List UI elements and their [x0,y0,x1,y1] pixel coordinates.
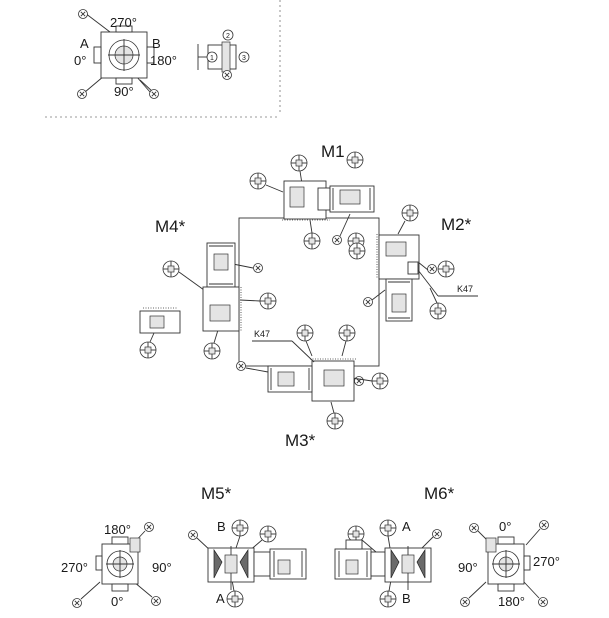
marker-x-icon [427,264,437,274]
position-label-m2: M2* [441,215,472,234]
position-m2: M2* K47 [348,204,478,322]
position-m5: M5* 180° 270° 90° 0° [61,484,307,609]
marker-x-icon [72,598,82,608]
position-m3: M3* K47 [236,324,389,450]
position-m4: M4* [139,217,277,360]
terminal-position-1: 1 [210,55,214,62]
marker-x-icon [151,596,161,606]
legend-side-b: B [152,36,161,51]
m5-side-top: B [217,519,226,534]
position-label-m1: M1 [321,142,345,161]
marker-x-icon [253,263,263,273]
marker-x-icon [354,376,364,386]
marker-x-icon [144,522,154,532]
legend-angle-bottom: 90° [114,84,134,99]
m5-side-bottom: A [216,591,225,606]
marker-x-icon [188,530,198,540]
marker-x-icon [538,597,548,607]
legend-angle-right: 180° [150,53,177,68]
m5-angle-bottom: 0° [111,594,123,609]
m6-side-bottom: B [402,591,411,606]
marker-x-icon [236,361,246,371]
m6-angle-bottom: 180° [498,594,525,609]
m6-side-top: A [402,519,411,534]
marker-x-icon [332,235,342,245]
marker-x-icon [78,9,88,19]
m5-front-view [72,522,161,608]
marker-x-icon [149,89,159,99]
legend-front-view [77,9,159,99]
model-label-k47-bottom: K47 [254,329,270,339]
m5-side-view [188,519,307,608]
position-m6: M6* A B [334,484,560,609]
marker-x-icon [363,297,373,307]
m6-angle-left: 90° [458,560,478,575]
m6-angle-top: 0° [499,519,511,534]
position-label-m6: M6* [424,484,455,503]
position-label-m3: M3* [285,431,316,450]
marker-x-icon [469,523,479,533]
marker-x-icon [77,89,87,99]
m5-angle-top: 180° [104,522,131,537]
marker-x-icon [432,529,442,539]
marker-x-icon [539,520,549,530]
m5-angle-right: 90° [152,560,172,575]
position-label-m4: M4* [155,217,186,236]
m6-angle-right: 270° [533,554,560,569]
legend-panel: 270° A 0° B 180° 90° 2 1 3 [45,0,281,118]
position-label-m5: M5* [201,484,232,503]
legend-terminal-view: 2 1 3 [197,29,250,80]
m6-side-view [334,519,442,608]
marker-x-icon [222,70,232,80]
model-label-k47-right: K47 [457,284,473,294]
legend-angle-left: 0° [74,53,86,68]
legend-side-a: A [80,36,89,51]
m6-front-view [460,520,549,607]
marker-x-icon [460,597,470,607]
legend-angle-top: 270° [110,15,137,30]
terminal-position-3: 3 [242,55,246,62]
position-m1: M1 [249,142,375,250]
terminal-position-2: 2 [226,33,230,40]
m5-angle-left: 270° [61,560,88,575]
